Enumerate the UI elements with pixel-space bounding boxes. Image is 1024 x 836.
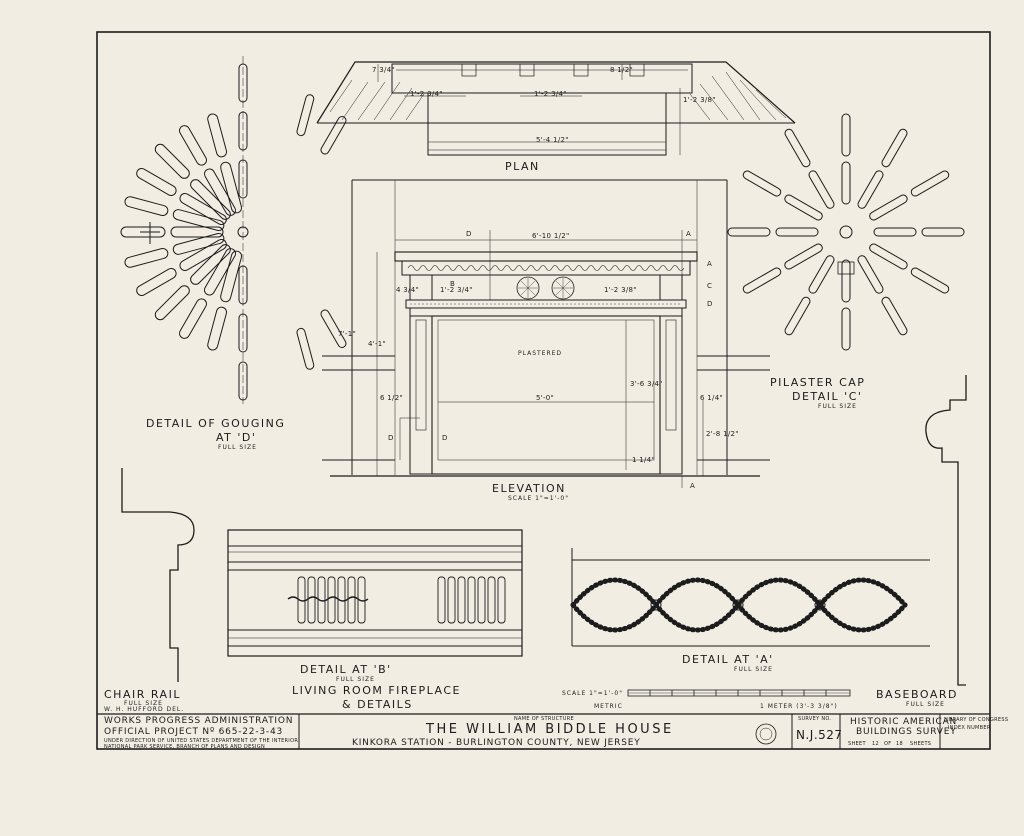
section-mark-a-top: A: [686, 230, 692, 238]
habs-line-2: BUILDINGS SURVEY: [856, 727, 957, 737]
location-line: KINKORA STATION - BURLINGTON COUNTY, NEW…: [352, 738, 641, 748]
sheet-total: 18: [896, 741, 903, 747]
wpa-line: WORKS PROGRESS ADMINISTRATION: [104, 716, 294, 726]
delineator: W. H. HUFFORD DEL.: [104, 706, 185, 713]
dim-frieze-1: 1'-2 3/4": [440, 286, 473, 294]
scale-label: SCALE 1"=1'-0": [562, 690, 623, 697]
sheet-title-line-1: LIVING ROOM FIREPLACE: [292, 684, 461, 697]
section-mark-d-left: D: [388, 434, 394, 442]
chair-rail-sub: FULL SIZE: [124, 700, 163, 707]
habs-line-1: HISTORIC AMERICAN: [850, 717, 958, 727]
elevation-scale: SCALE 1"=1'-0": [508, 495, 569, 502]
elevation-label: ELEVATION: [492, 482, 566, 495]
pilaster-detail-label: DETAIL 'C': [792, 390, 863, 403]
dim-pilaster-left: 6 1/2": [380, 394, 403, 402]
corner-line-2: INDEX NUMBER: [948, 725, 991, 731]
chair-rail-label: CHAIR RAIL: [104, 688, 181, 701]
dim-plan-left: 1'-2 3/4": [410, 90, 443, 98]
sheet-title-line-2: & DETAILS: [342, 698, 413, 711]
sheet-word: SHEET: [848, 741, 866, 747]
dim-right-height: 2'-8 1/2": [706, 430, 739, 438]
elevation-drawing: [322, 179, 770, 488]
gouging-label-at: AT 'D': [216, 431, 257, 444]
dim-frieze-2: 1'-2 3/8": [604, 286, 637, 294]
detail-a-label: DETAIL AT 'A': [682, 653, 774, 666]
dim-plan-left-h: 7 3/4": [372, 66, 395, 74]
gouging-label: DETAIL OF GOUGING: [146, 417, 286, 430]
dim-opening-width: 5'-0": [536, 394, 555, 402]
dim-total-height: 4'-1": [368, 340, 387, 348]
section-mark-c: C: [707, 282, 713, 290]
detail-a-sub: FULL SIZE: [734, 666, 773, 673]
pilaster-cap-label: PILASTER CAP: [770, 376, 866, 389]
dim-hearth: 1 1/4": [632, 456, 655, 464]
plastered-note: PLASTERED: [518, 350, 563, 357]
plan-label: PLAN: [505, 160, 540, 173]
pilaster-sub: FULL SIZE: [818, 403, 857, 410]
of-word: OF: [884, 741, 892, 747]
detail-a-drawing: [570, 548, 930, 647]
section-mark-d-right: D: [707, 300, 713, 308]
metric-label: METRIC: [594, 703, 623, 710]
meter-label: 1 METER (3'-3 3/8"): [760, 703, 838, 710]
gouging-sub: FULL SIZE: [218, 444, 257, 451]
dim-plan-width: 5'-4 1/2": [536, 136, 569, 144]
survey-number: N.J.527: [796, 728, 843, 742]
dim-pilaster-right: 6 1/4": [700, 394, 723, 402]
dim-opening-height: 3'-6 3/4": [630, 380, 663, 388]
sheet-number: 12: [872, 741, 879, 747]
corner-line-1: LIBRARY OF CONGRESS: [944, 717, 1009, 723]
detail-b-sub: FULL SIZE: [336, 676, 375, 683]
section-mark-b: B: [450, 280, 456, 288]
dim-plan-mid: 1'-2 3/4": [534, 90, 567, 98]
section-mark-d-left-2: D: [442, 434, 448, 442]
graphic-scale: [627, 689, 851, 697]
dim-mantel-width: 6'-10 1/2": [532, 232, 570, 240]
title-block: [97, 713, 990, 749]
structure-name: THE WILLIAM BIDDLE HOUSE: [426, 722, 674, 737]
sheets-word: SHEETS: [910, 741, 932, 747]
baseboard-sub: FULL SIZE: [906, 701, 945, 708]
detail-b-drawing: [227, 529, 523, 657]
section-mark-d-top: D: [466, 230, 472, 238]
dim-plan-right-h: 8 1/2": [610, 66, 633, 74]
dim-left-height: 7'-1": [338, 330, 357, 338]
direction-line-2: NATIONAL PARK SERVICE, BRANCH OF PLANS A…: [104, 744, 266, 750]
dim-frieze-left: 4 3/4": [396, 286, 419, 294]
baseboard-profile: [925, 375, 967, 686]
chair-rail-profile: [121, 468, 195, 682]
direction-line-1: UNDER DIRECTION OF UNITED STATES DEPARTM…: [104, 738, 299, 744]
baseboard-label: BASEBOARD: [876, 688, 958, 701]
name-caption: NAME OF STRUCTURE: [514, 716, 574, 722]
sheet-border: [96, 31, 991, 750]
detail-b-label: DETAIL AT 'B': [300, 663, 392, 676]
dim-plan-depth: 1'-2 3/8": [683, 96, 716, 104]
plan-drawing: [316, 61, 796, 156]
section-mark-a-right: A: [707, 260, 713, 268]
pilaster-cap-detail: [727, 113, 965, 351]
survey-caption: SURVEY NO.: [798, 716, 832, 722]
gouging-detail: [120, 56, 347, 404]
section-mark-a-bottom: A: [690, 482, 696, 490]
project-line: OFFICIAL PROJECT Nº 665-22-3-43: [104, 727, 283, 737]
